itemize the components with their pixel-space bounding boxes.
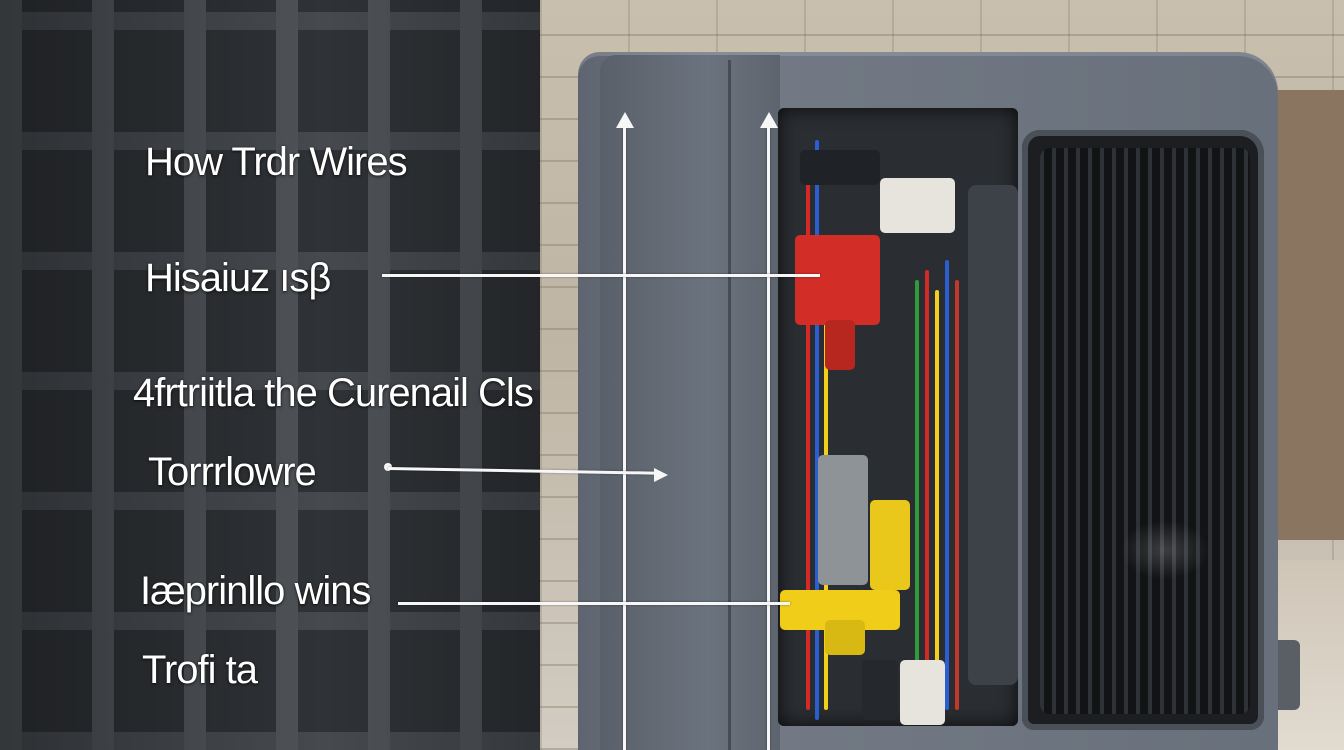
bottom-terminal-block (900, 660, 945, 725)
callout-label-5: Trofi ta (142, 648, 258, 692)
capacitor-body (818, 455, 868, 585)
heading-label: How Trdr Wires (145, 140, 408, 184)
leader-line-3 (398, 602, 790, 605)
callout-label-4: Iæprinllo wins (140, 569, 372, 613)
background-door (1272, 90, 1344, 540)
fence-grid (0, 0, 540, 750)
red-contactor (795, 235, 880, 325)
arrow-up-icon-right (760, 112, 778, 128)
ac-side-panel (600, 55, 780, 750)
wire-blue (815, 140, 819, 720)
terminal-strip (968, 185, 1018, 685)
callout-label-3: Torrrlowre (148, 450, 317, 494)
wire-blue-2 (945, 260, 949, 710)
leader-dot (384, 463, 392, 471)
vertical-arrow-line-left (623, 125, 626, 750)
arrow-right-icon (654, 468, 668, 482)
wire-red (806, 150, 810, 710)
callout-label-2: 4frtriitla the Curenail Cls (133, 371, 534, 415)
bottom-relay (862, 660, 898, 720)
fan-grille (1040, 148, 1250, 714)
callout-label-1: Hisaiuz ısβ (145, 256, 331, 300)
leader-line-1 (382, 274, 820, 277)
wire-red-3 (955, 280, 959, 710)
foreground-grille-fence (0, 0, 540, 750)
arrow-up-icon-left (616, 112, 634, 128)
fence-shade (0, 0, 540, 750)
red-contactor-stem (825, 320, 855, 370)
vertical-arrow-line-right (767, 125, 770, 750)
yellow-terminal (870, 500, 910, 590)
top-terminal-block (880, 178, 955, 233)
wire-yellow-2 (935, 290, 939, 710)
wire-red-2 (925, 270, 929, 710)
top-relay (800, 150, 880, 185)
panel-seam (728, 60, 731, 750)
grille-reflection (1120, 520, 1210, 580)
wire-green (915, 280, 919, 710)
yellow-connector-stem (825, 620, 865, 655)
